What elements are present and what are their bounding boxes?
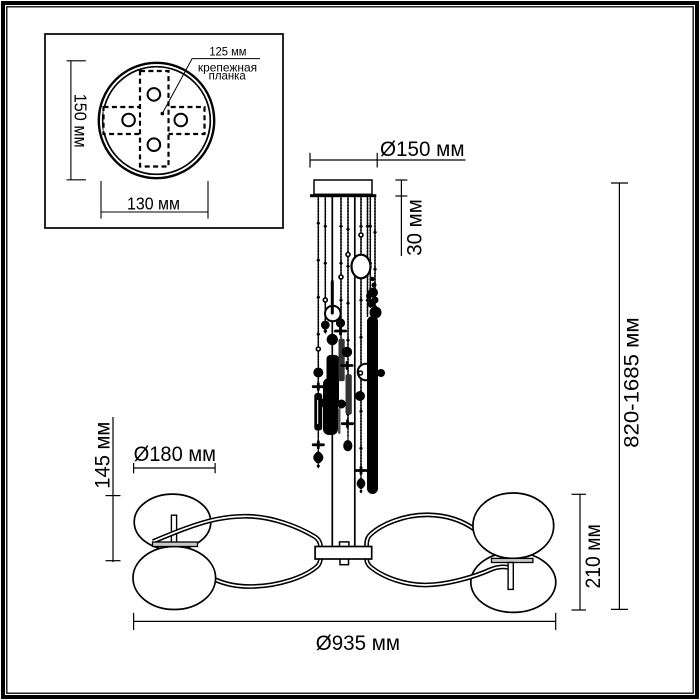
svg-text:145 мм: 145 мм <box>92 422 115 489</box>
svg-text:крепежная: крепежная <box>198 60 257 74</box>
svg-text:30 мм: 30 мм <box>404 199 427 256</box>
svg-text:Ø150 мм: Ø150 мм <box>380 138 465 161</box>
svg-text:150 мм: 150 мм <box>71 94 91 148</box>
svg-text:820-1685 мм: 820-1685 мм <box>620 317 643 448</box>
svg-text:Ø935 мм: Ø935 мм <box>316 632 400 655</box>
svg-text:Ø180 мм: Ø180 мм <box>134 443 216 466</box>
svg-text:130 мм: 130 мм <box>127 193 180 213</box>
svg-text:210 мм: 210 мм <box>582 524 605 588</box>
svg-text:125 мм: 125 мм <box>209 45 246 59</box>
svg-text:планка: планка <box>209 69 246 83</box>
